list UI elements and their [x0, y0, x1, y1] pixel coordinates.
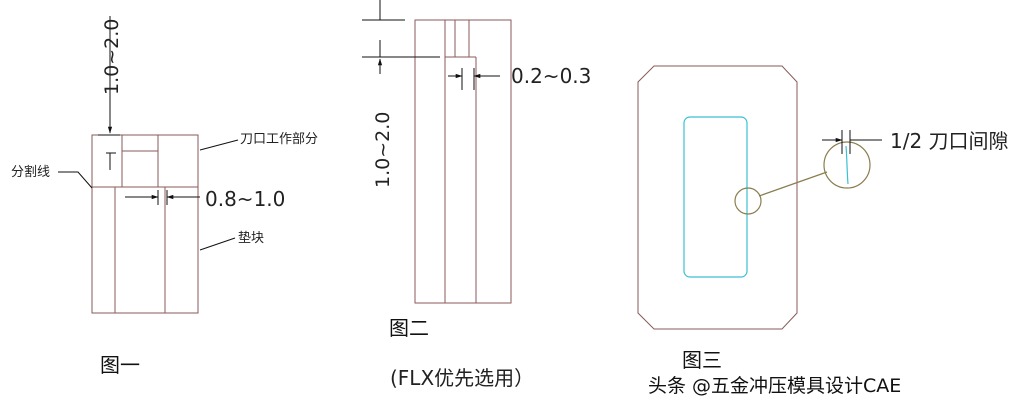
fig3-detail-circle-large [823, 141, 871, 189]
fig2-dim-gap: 0.2~0.3 [511, 64, 591, 88]
fig3-plate [637, 65, 798, 330]
fig1-dim-vertical: 1.0~2.0 [101, 19, 123, 95]
fig2-caption: 图二 [389, 316, 429, 340]
fig3-detail-circle-small [734, 187, 762, 215]
fig3-label-clearance: 1/2 刀口间隙 [890, 129, 1009, 153]
fig2-note: (FLX优先选用） [390, 366, 534, 390]
fig1-caption: 图一 [100, 353, 140, 377]
figure-1: 1.0~2.0 0.8~1.0 刀口工作部分 分割线 垫块 图一 [11, 16, 318, 377]
fig1-top-block [91, 134, 199, 188]
fig1-label-cut: 刀口工作部分 [240, 132, 318, 147]
fig2-block [414, 19, 512, 304]
watermark: 头条 @五金冲压模具设计CAE [648, 375, 901, 397]
fig1-dim-gap: 0.8~1.0 [205, 187, 285, 211]
figure-2: 1.0~2.0 0.2~0.3 图二 (FLX优先选用） [362, 0, 591, 390]
fig1-lower-block [91, 186, 199, 314]
fig1-label-block: 垫块 [238, 230, 264, 246]
fig3-cavity [683, 116, 748, 278]
fig3-caption: 图三 [682, 348, 722, 372]
fig1-label-split: 分割线 [11, 164, 50, 180]
fig2-dim-vertical: 1.0~2.0 [372, 112, 394, 188]
figure-3: 1/2 刀口间隙 图三 [637, 65, 1009, 372]
